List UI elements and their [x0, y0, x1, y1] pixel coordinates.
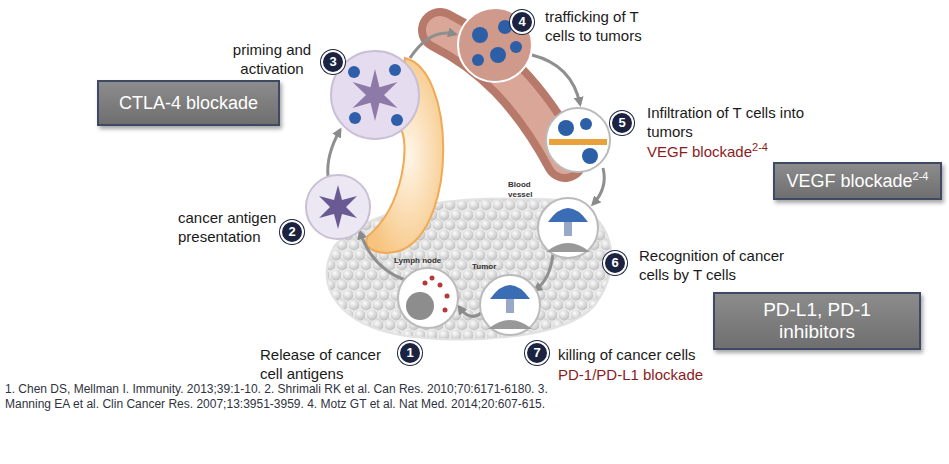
blockade-box: VEGF blockade2-4: [773, 162, 942, 200]
release-circle: [406, 292, 434, 320]
priming-circle: [389, 64, 401, 76]
blockade-box: CTLA-4 blockade: [97, 80, 280, 126]
part-label: Lymph node: [394, 256, 441, 265]
callout-number: 3: [329, 54, 336, 69]
infiltration-circle: [580, 118, 592, 130]
vessel-circle: [472, 27, 488, 43]
part-label: Tumor: [472, 262, 496, 271]
cycle-arrow: [459, 307, 481, 316]
vessel-circle: [510, 41, 522, 53]
priming-circle: [391, 114, 403, 126]
step-marker: 7killing of cancer cells: [525, 341, 549, 365]
vessel-circle: [458, 8, 532, 82]
recognition-circle: [538, 198, 598, 258]
vessel-circle: [458, 8, 532, 82]
priming-circle: [348, 66, 360, 78]
label-group: PD-1/PD-L1 blockade: [558, 365, 703, 384]
cycle-arrow: [532, 55, 580, 104]
presentation-circle: [306, 175, 370, 239]
release-circle: [445, 294, 450, 299]
step-caption: Release of cancer cell antigens: [260, 345, 396, 383]
cycle-arrow: [593, 168, 604, 204]
infiltration-circle: [582, 148, 598, 164]
step-marker: 6Recognition of cancer cells by T cells: [603, 251, 627, 275]
box-text: CTLA-4 blockade: [119, 93, 258, 113]
label-group: Lymph node: [394, 256, 441, 266]
step-caption: cancer antigen presentation: [178, 208, 280, 246]
killing-circle: [490, 285, 530, 299]
step-marker: 5Infiltration of T cells into tumors: [610, 111, 634, 135]
release-circle: [438, 283, 443, 288]
killing-circle: [488, 320, 532, 329]
cycle-arrow: [328, 130, 340, 176]
label-group: Blood vessel: [508, 180, 544, 200]
label-group: Tumor: [472, 262, 496, 272]
release-circle: [423, 281, 428, 286]
recognition-circle: [538, 198, 598, 258]
release-circle: [398, 268, 458, 328]
infiltration-circle: [546, 108, 610, 172]
callout-number: 6: [611, 255, 618, 270]
callout-number: 5: [618, 115, 625, 130]
step-caption: priming and activation: [222, 40, 322, 78]
presentation-circle: [306, 175, 370, 239]
callout-number: 4: [518, 14, 525, 29]
blockade-box: PD-L1, PD-1 inhibitors: [713, 292, 921, 350]
vessel-circle: [490, 47, 506, 63]
killing-circle: [480, 275, 540, 335]
vessel-circle: [472, 54, 484, 66]
tumor-mass: [327, 198, 612, 339]
infiltration-circle: [546, 108, 610, 172]
presentation-circle: [319, 185, 357, 229]
recognition-circle: [546, 243, 590, 252]
callout-number: 2: [288, 224, 295, 239]
step-marker: 1Release of cancer cell antigens: [398, 341, 422, 365]
superscript: 2-4: [752, 141, 768, 153]
therapy-label: VEGF blockade: [647, 143, 752, 160]
infiltration-circle: [558, 120, 574, 136]
superscript: 2-4: [913, 170, 929, 182]
label-group: VEGF blockade2-4: [647, 142, 768, 161]
cycle-arrow: [410, 33, 455, 58]
release-circle: [398, 268, 458, 328]
box-text: VEGF blockade: [787, 171, 913, 191]
tumor-mass: [327, 198, 612, 339]
step-caption: trafficking of T cells to tumors: [545, 7, 670, 45]
infiltration-circle: [549, 139, 607, 145]
cycle-arrow: [535, 254, 553, 290]
recognition-circle: [564, 222, 572, 236]
step-marker: 4trafficking of T cells to tumors: [510, 10, 534, 34]
box-text: PD-L1, PD-1 inhibitors: [763, 299, 871, 342]
cycle-arrow: [328, 33, 605, 316]
killing-circle: [506, 299, 514, 313]
reference-note: 1. Chen DS, Mellman I. Immunity. 2013;39…: [5, 382, 548, 411]
therapy-label: PD-1/PD-L1 blockade: [558, 366, 703, 383]
callout-number: 7: [533, 345, 540, 360]
priming-circle: [353, 69, 398, 121]
step-caption: Infiltration of T cells into tumors: [647, 103, 817, 141]
release-circle: [443, 308, 448, 313]
step-marker: 3priming and activation: [321, 50, 345, 74]
priming-circle: [349, 112, 361, 124]
killing-circle: [480, 275, 540, 335]
step-caption: killing of cancer cells: [558, 345, 738, 364]
step-marker: 2cancer antigen presentation: [280, 220, 304, 244]
step-caption: Recognition of cancer cells by T cells: [639, 246, 809, 284]
release-circle: [430, 276, 435, 281]
label-group: 1. Chen DS, Mellman I. Immunity. 2013;39…: [5, 382, 565, 412]
part-label: Blood vessel: [508, 180, 532, 199]
callout-number: 1: [406, 345, 413, 360]
recognition-circle: [548, 208, 588, 222]
